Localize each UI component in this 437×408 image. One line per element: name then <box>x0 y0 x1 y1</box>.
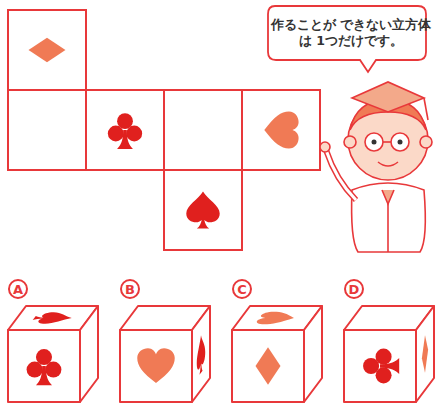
suit-mark <box>363 349 399 384</box>
suit-mark <box>256 347 281 384</box>
text-holder: 作ることが できない立方体は 1つだけです。 <box>270 17 432 48</box>
diamond-mark <box>422 331 428 377</box>
suit-mark <box>137 348 174 383</box>
option-label: B <box>120 279 140 299</box>
heart-mark <box>137 348 174 383</box>
speech-bubble-text: 作ることが できない立方体は 1つだけです。 <box>270 8 432 58</box>
suit-mark <box>27 349 62 385</box>
heart-mark <box>264 112 298 149</box>
cube <box>232 306 322 402</box>
spade-mark <box>197 330 205 379</box>
option-letter: B <box>125 283 135 296</box>
cube-side <box>416 306 434 402</box>
spade-mark <box>30 312 76 323</box>
side-face <box>197 330 205 379</box>
diamond-mark <box>256 347 281 384</box>
text-holder: A <box>13 283 23 296</box>
option-letter: C <box>237 283 247 296</box>
cube-front <box>232 330 304 402</box>
front-face <box>137 348 174 383</box>
cube <box>120 306 210 402</box>
suit-mark <box>422 331 428 377</box>
club-mark <box>27 349 62 385</box>
cube-side <box>80 306 98 402</box>
diamond-mark <box>29 38 66 63</box>
option-label: D <box>344 279 364 299</box>
option-label: A <box>8 279 28 299</box>
top-face <box>254 312 298 324</box>
option-letter: D <box>349 283 360 296</box>
cube-side <box>304 306 322 402</box>
cube <box>344 306 434 402</box>
top-face <box>30 312 76 323</box>
cube <box>8 306 98 402</box>
club-mark <box>363 349 399 384</box>
front-face <box>363 349 399 384</box>
text-holder: B <box>125 283 135 296</box>
front-face <box>256 347 281 384</box>
side-face <box>422 331 428 377</box>
front-face <box>27 349 62 385</box>
cube-side <box>192 306 210 402</box>
heart-mark <box>254 312 298 324</box>
cube-front <box>8 330 80 402</box>
cube-front <box>344 330 416 402</box>
text-holder: D <box>349 283 360 296</box>
option-letter: A <box>13 283 23 296</box>
spade-mark <box>186 192 219 229</box>
suit-mark <box>197 330 205 379</box>
cube-front <box>120 330 192 402</box>
professor-figure <box>320 82 432 252</box>
text-holder: C <box>237 283 247 296</box>
suit-mark <box>30 312 76 323</box>
bubble-text: 作ることが できない立方体は 1つだけです。 <box>270 17 432 48</box>
option-label: C <box>232 279 252 299</box>
suit-mark <box>254 312 298 324</box>
club-mark <box>108 113 142 149</box>
